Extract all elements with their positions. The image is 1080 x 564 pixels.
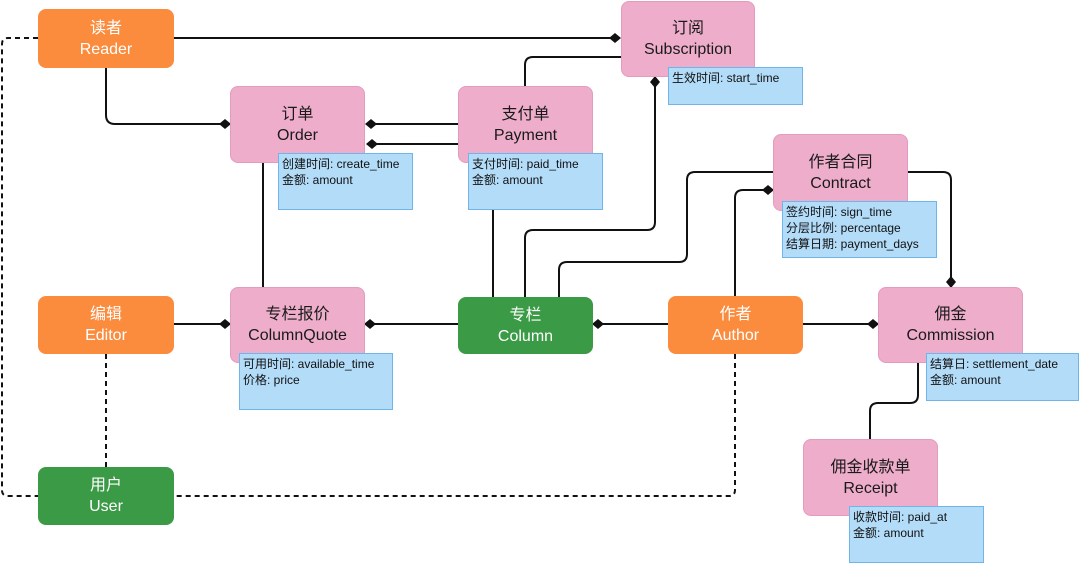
entity-columnquote-en: ColumnQuote — [248, 327, 347, 344]
attribute-line: 金额: amount — [930, 373, 1001, 387]
entity-user-zh: 用户 — [89, 477, 122, 494]
attribute-line: 金额: amount — [472, 173, 543, 187]
edge-column-subscription — [524, 76, 660, 297]
entity-author-en: Author — [711, 327, 760, 344]
entity-order-en: Order — [277, 126, 318, 144]
entity-contract-en: Contract — [810, 174, 871, 192]
entity-user: 用户 User — [38, 467, 174, 525]
dashed-user-reader — [1, 37, 38, 497]
attributes-contract: 签约时间: sign_time 分层比例: percentage 结算日期: p… — [782, 201, 937, 258]
entity-receipt: 佣金收款单 Receipt — [803, 439, 938, 516]
attribute-line: 签约时间: sign_time — [786, 205, 893, 219]
attribute-line: 生效时间: start_time — [672, 71, 780, 85]
entity-subscription: 订阅 Subscription — [621, 1, 755, 77]
attributes-columnquote: 可用时间: available_time 价格: price — [239, 353, 393, 410]
entity-commission: 佣金 Commission — [878, 287, 1023, 363]
entity-order-zh: 订单 — [281, 105, 314, 123]
entity-subscription-zh: 订阅 — [671, 20, 704, 37]
entity-contract-zh: 作者合同 — [808, 153, 873, 171]
attribute-line: 可用时间: available_time — [243, 357, 375, 371]
entity-contract: 作者合同 Contract — [773, 134, 908, 211]
entity-columnquote-zh: 专栏报价 — [265, 306, 330, 323]
edge-contract-commission — [908, 171, 956, 288]
entity-column-en: Column — [497, 327, 554, 345]
entity-column-zh: 专栏 — [509, 306, 542, 324]
entity-payment-zh: 支付单 — [501, 105, 550, 123]
attributes-commission: 结算日: settlement_date 金额: amount — [926, 353, 1079, 401]
attribute-line: 分层比例: percentage — [786, 221, 901, 235]
attributes-payment: 支付时间: paid_time 金额: amount — [468, 153, 603, 210]
entity-user-en: User — [89, 498, 123, 515]
entity-author-zh: 作者 — [719, 306, 752, 323]
attribute-line: 收款时间: paid_at — [853, 510, 948, 524]
edge-column-contract — [558, 171, 773, 297]
entity-editor: 编辑 Editor — [38, 296, 174, 354]
edge-payment-subscription — [524, 56, 621, 86]
attributes-receipt: 收款时间: paid_at 金额: amount — [849, 506, 984, 563]
entity-editor-en: Editor — [85, 327, 127, 344]
entity-order: 订单 Order — [230, 86, 365, 163]
attribute-line: 创建时间: create_time — [282, 157, 400, 171]
edge-reader-order — [105, 68, 231, 129]
attribute-line: 支付时间: paid_time — [472, 157, 579, 171]
entity-payment: 支付单 Payment — [458, 86, 593, 163]
entity-payment-en: Payment — [493, 126, 558, 144]
entity-subscription-en: Subscription — [643, 41, 733, 58]
entity-commission-zh: 佣金 — [934, 306, 967, 323]
entity-author: 作者 Author — [668, 296, 803, 354]
attributes-order: 创建时间: create_time 金额: amount — [278, 153, 413, 210]
entity-columnquote: 专栏报价 ColumnQuote — [230, 287, 365, 363]
attribute-line: 金额: amount — [282, 173, 353, 187]
attribute-line: 结算日: settlement_date — [930, 357, 1059, 371]
attribute-line: 价格: price — [243, 373, 300, 387]
entity-reader-zh: 读者 — [89, 19, 122, 37]
entity-reader: 读者 Reader — [38, 9, 174, 68]
edge-commission-receipt — [869, 363, 919, 439]
entity-reader-en: Reader — [79, 40, 133, 58]
attribute-line: 结算日期: payment_days — [786, 237, 919, 251]
entity-commission-en: Commission — [906, 327, 995, 344]
dashed-author-user — [174, 354, 736, 497]
attribute-line: 金额: amount — [853, 526, 924, 540]
entity-editor-zh: 编辑 — [89, 306, 122, 323]
entity-receipt-zh: 佣金收款单 — [830, 458, 911, 476]
edge-author-contract — [734, 185, 774, 297]
attributes-subscription: 生效时间: start_time — [668, 67, 803, 105]
entity-receipt-en: Receipt — [843, 479, 898, 497]
entity-column: 专栏 Column — [458, 297, 593, 354]
